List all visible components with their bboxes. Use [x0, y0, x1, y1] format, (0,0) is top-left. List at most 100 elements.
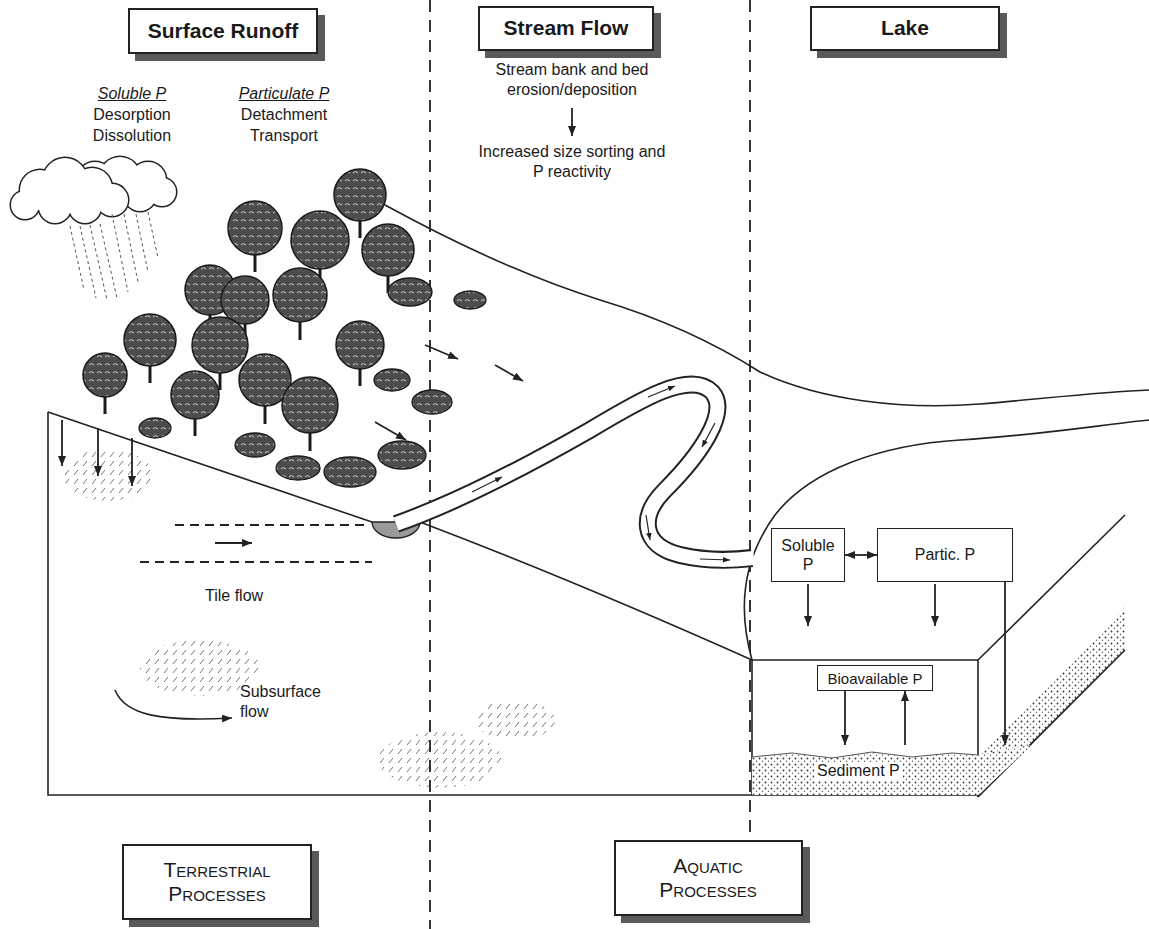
- flow-label: Subsurface flow: [240, 682, 340, 723]
- flow-label: Tile flow: [205, 586, 263, 606]
- process-label: Dissolution: [93, 126, 171, 146]
- process-arrow: [571, 108, 573, 136]
- stream-flow-arrow: [472, 477, 502, 492]
- land-outline: [744, 420, 1149, 660]
- tree: [299, 320, 302, 340]
- tree: [264, 404, 267, 424]
- shrub: [412, 390, 452, 414]
- flow-arrow: [844, 691, 846, 745]
- soil-hatching: [63, 449, 153, 501]
- land-outline: [420, 522, 752, 660]
- rain-cloud: [11, 191, 39, 219]
- stream-flow-arrow: [702, 423, 715, 447]
- soil-hatching: [378, 732, 502, 788]
- process-label: Stream bank and bed erosion/deposition: [467, 60, 677, 101]
- shrub: [139, 418, 171, 438]
- tile-drain: [140, 561, 372, 563]
- land-outline: [385, 205, 1149, 406]
- lake-outline: [752, 515, 1125, 797]
- node-text: Soluble P: [777, 536, 839, 574]
- node-text: Surface Runoff: [148, 19, 299, 43]
- shrub: [235, 433, 275, 457]
- node-text: Bioavailable P: [827, 670, 922, 687]
- rain: [112, 214, 128, 292]
- node-text: Sediment P: [814, 762, 903, 780]
- soil-hatching: [475, 700, 555, 740]
- rain: [80, 226, 96, 298]
- phosphorus-pool-box: Partic. P: [877, 528, 1013, 582]
- process-category-box: Aquatic Processes: [614, 840, 803, 916]
- runoff-arrow: [375, 345, 523, 440]
- infiltration-arrow: [131, 438, 133, 486]
- node-text: Lake: [881, 16, 929, 40]
- stream-flow-arrow: [648, 386, 675, 397]
- section-heading: Stream Flow: [478, 6, 654, 51]
- node-text: Stream Flow: [504, 16, 629, 40]
- node-text: Aquatic Processes: [626, 854, 791, 902]
- tile-flow-arrow: [215, 542, 252, 544]
- stream-flow-arrow: [646, 515, 650, 540]
- tree: [124, 314, 176, 366]
- rain-cloud: [124, 179, 156, 211]
- runoff-arrow: [425, 345, 458, 359]
- tree: [171, 371, 219, 419]
- rain: [70, 226, 84, 290]
- flow-arrow: [1004, 582, 1006, 745]
- stream-bank: [396, 384, 752, 559]
- shrub: [454, 291, 486, 309]
- tree: [336, 321, 384, 369]
- tree: [254, 253, 257, 272]
- process-label: Desorption: [93, 105, 170, 125]
- phosphorus-pool-box: Bioavailable P: [817, 665, 933, 691]
- infiltration-arrow: [61, 420, 63, 466]
- settling-arrow: [807, 584, 809, 626]
- tree: [83, 353, 127, 397]
- shrub: [378, 441, 426, 469]
- tile-drain: [175, 524, 370, 526]
- stream-flow-arrow: [700, 559, 730, 560]
- rain: [136, 214, 148, 272]
- rain-cloud: [11, 158, 128, 223]
- tree: [149, 364, 152, 383]
- sediment-band: Sediment P: [752, 745, 1030, 800]
- node-text: Terrestrial Processes: [135, 858, 300, 906]
- tree: [309, 431, 312, 451]
- runoff-arrow: [375, 422, 406, 440]
- tree: [362, 224, 414, 276]
- process-label: Transport: [250, 126, 318, 146]
- tree: [192, 317, 248, 373]
- tree: [359, 219, 362, 238]
- stream-water: [396, 384, 754, 559]
- flow-arrow: [845, 554, 877, 556]
- infiltration-arrow: [97, 428, 99, 476]
- shrub: [139, 278, 486, 487]
- tree: [228, 201, 282, 255]
- tree: [359, 367, 362, 386]
- rain: [148, 212, 158, 258]
- process-label: Increased size sorting and P reactivity: [478, 142, 666, 183]
- rain: [100, 224, 117, 298]
- sediment-fill: [752, 745, 1030, 795]
- infiltration-arrow: [62, 420, 132, 486]
- pathway-heading: Particulate P: [239, 84, 330, 104]
- stream-flow-arrow: [472, 386, 730, 560]
- runoff-arrow: [495, 365, 523, 381]
- section-heading: Lake: [810, 6, 1000, 51]
- rain-cloud: [69, 191, 101, 223]
- phosphorus-pool-box: Soluble P: [771, 528, 845, 582]
- tree: [282, 377, 338, 433]
- node-text: Partic. P: [915, 545, 975, 564]
- section-divider: [749, 0, 751, 835]
- tile-drain: [140, 525, 372, 562]
- section-divider: [429, 0, 431, 929]
- section-heading: Surface Runoff: [128, 8, 318, 54]
- rain: [70, 212, 158, 300]
- shrub: [374, 369, 410, 391]
- settling-arrow: [808, 584, 935, 626]
- tree: [219, 371, 222, 390]
- flow-arrow: [904, 691, 906, 745]
- tree: [273, 268, 327, 322]
- tree: [334, 169, 386, 221]
- rain: [90, 225, 107, 300]
- land-outline: [48, 205, 1149, 795]
